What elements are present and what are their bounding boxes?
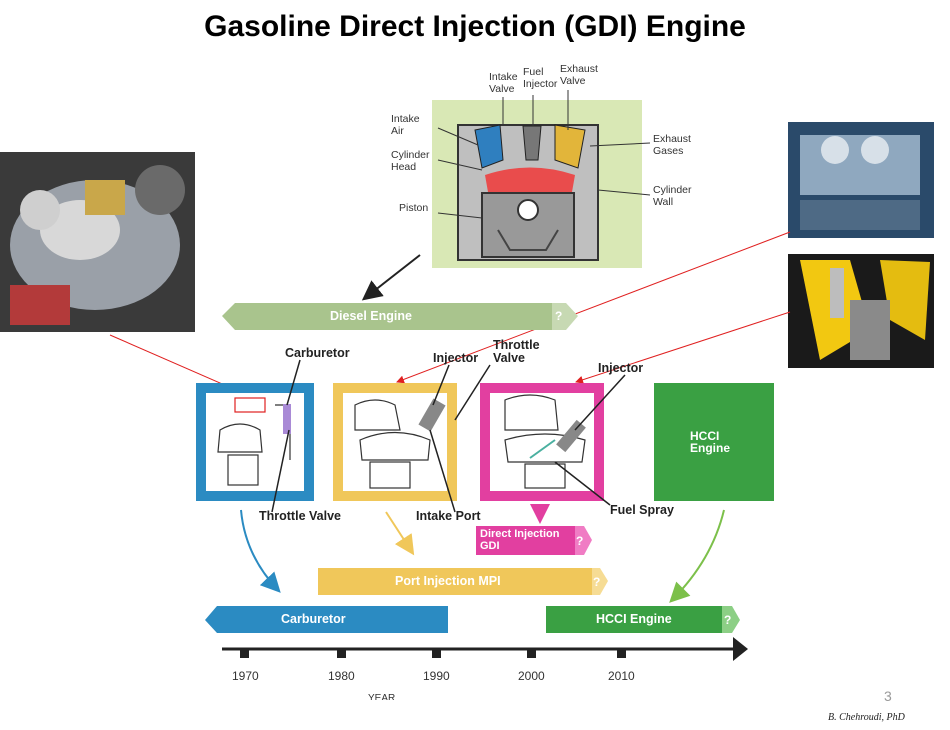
gdi-question-mark: ? bbox=[576, 534, 584, 548]
injector-label-1: Injector bbox=[433, 351, 479, 365]
page-number: 3 bbox=[884, 688, 892, 704]
year-2010: 2010 bbox=[608, 669, 635, 683]
valvetrain-photo bbox=[788, 122, 934, 238]
engine-cross-section bbox=[432, 90, 651, 268]
intake-valve-label: Intake Valve bbox=[489, 71, 518, 95]
diesel-engine-bar-label: Diesel Engine bbox=[330, 309, 412, 323]
intake-port-label: Intake Port bbox=[416, 509, 481, 523]
hcci-box-label: HCCI Engine bbox=[690, 429, 731, 455]
hcci-question-mark: ? bbox=[724, 613, 732, 627]
intake-air-label: Intake Air bbox=[391, 113, 420, 137]
fuel-spray-label: Fuel Spray bbox=[610, 503, 674, 517]
hcci-bar-label: HCCI Engine bbox=[596, 612, 672, 626]
port-injection-bar-label: Port Injection MPI bbox=[395, 574, 501, 588]
carburetor-bar-label: Carburetor bbox=[281, 612, 346, 626]
gdi-cutaway-photo bbox=[788, 254, 934, 368]
exhaust-valve-label: Exhaust Valve bbox=[560, 63, 598, 87]
year-2000: 2000 bbox=[518, 669, 545, 683]
fuel-injector-label: Fuel Injector bbox=[523, 66, 558, 90]
diesel-bar-shape bbox=[222, 303, 552, 330]
cylinder-wall-label: Cylinder Wall bbox=[653, 184, 692, 208]
year-1990: 1990 bbox=[423, 669, 450, 683]
throttle-valve-label-2: Throttle Valve bbox=[493, 338, 540, 365]
throttle-valve-label-1: Throttle Valve bbox=[259, 509, 341, 523]
year-1970: 1970 bbox=[232, 669, 259, 683]
author-credit: B. Chehroudi, PhD bbox=[828, 712, 905, 723]
year-axis-label: YEAR bbox=[368, 693, 396, 700]
exhaust-gases-label: Exhaust Gases bbox=[653, 133, 691, 157]
piston-label: Piston bbox=[399, 202, 429, 214]
injector-label-2: Injector bbox=[598, 361, 644, 375]
carburetor-label: Carburetor bbox=[285, 346, 350, 360]
year-1980: 1980 bbox=[328, 669, 355, 683]
diesel-question-mark: ? bbox=[555, 309, 563, 323]
carburetor-engine-photo bbox=[0, 152, 195, 332]
port-question-mark: ? bbox=[593, 575, 601, 589]
cylinder-head-label: Cylinder Head bbox=[391, 149, 430, 173]
page-title: Gasoline Direct Injection (GDI) Engine bbox=[204, 10, 746, 43]
direct-injection-bar-label: Direct Injection GDI bbox=[480, 528, 560, 552]
